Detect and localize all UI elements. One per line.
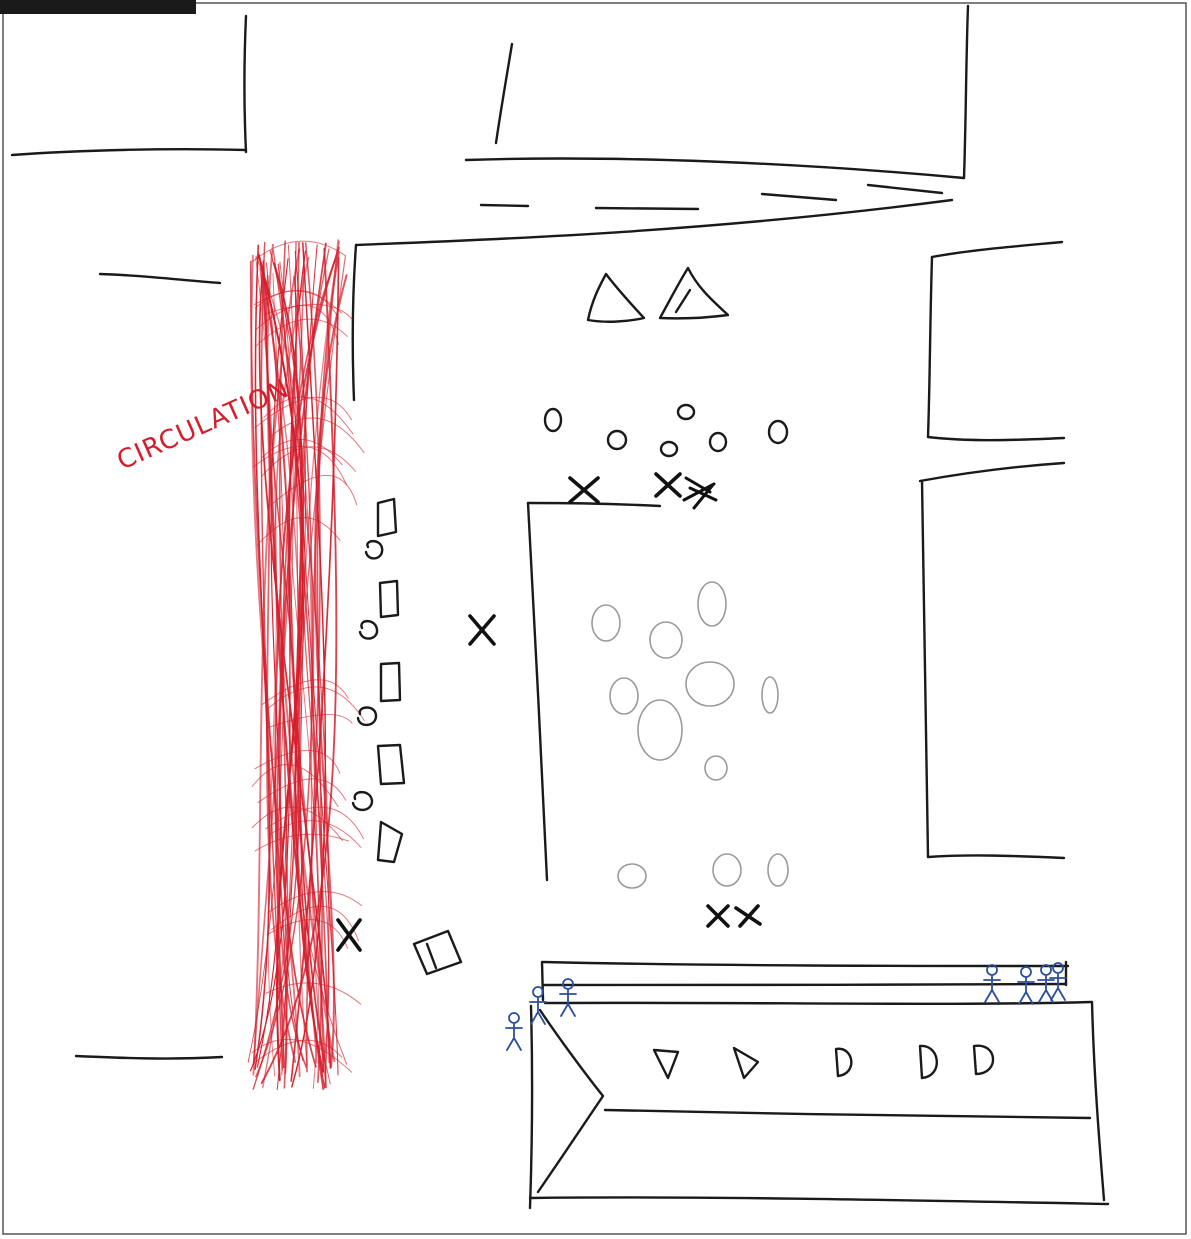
circulation-path bbox=[248, 240, 364, 1089]
armchair-icon bbox=[360, 621, 377, 638]
stage-seats bbox=[654, 1046, 993, 1078]
table-icon bbox=[378, 499, 396, 536]
kiosk-icon bbox=[414, 931, 461, 974]
x-mark-icon bbox=[708, 906, 728, 926]
people-group bbox=[506, 963, 1066, 1050]
armchair-icon bbox=[734, 1048, 758, 1078]
stick-figure-icon bbox=[1018, 967, 1034, 1004]
circulation-label: CIRCULATION bbox=[113, 374, 294, 477]
round-seats-plaza bbox=[592, 582, 788, 888]
building-outlines bbox=[12, 6, 1108, 1208]
table-icon bbox=[378, 745, 404, 784]
armchair-icon bbox=[654, 1050, 678, 1078]
x-mark-icon bbox=[470, 616, 494, 644]
tent-pair bbox=[588, 268, 728, 322]
stick-figure-icon bbox=[1050, 963, 1066, 1000]
table-icon bbox=[378, 822, 402, 862]
stick-figure-icon bbox=[506, 1013, 522, 1050]
x-mark-icon bbox=[656, 474, 680, 496]
armchair-icon bbox=[358, 708, 376, 725]
x-mark-icon bbox=[736, 906, 760, 926]
tent-icon bbox=[588, 274, 644, 322]
table-icon bbox=[380, 581, 398, 617]
armchair-icon bbox=[836, 1049, 851, 1076]
armchair-icon bbox=[353, 792, 372, 810]
gathering-marks bbox=[338, 474, 760, 950]
table-icon bbox=[381, 663, 400, 701]
page-corner-tab bbox=[0, 0, 196, 14]
tent-icon bbox=[660, 268, 728, 318]
armchair-icon bbox=[920, 1046, 937, 1078]
x-mark-icon bbox=[570, 478, 598, 502]
armchair-icon bbox=[974, 1046, 993, 1074]
round-seats-top bbox=[545, 405, 787, 456]
bench-row bbox=[353, 499, 461, 974]
armchair-icon bbox=[366, 541, 382, 558]
page-frame bbox=[3, 3, 1186, 1234]
